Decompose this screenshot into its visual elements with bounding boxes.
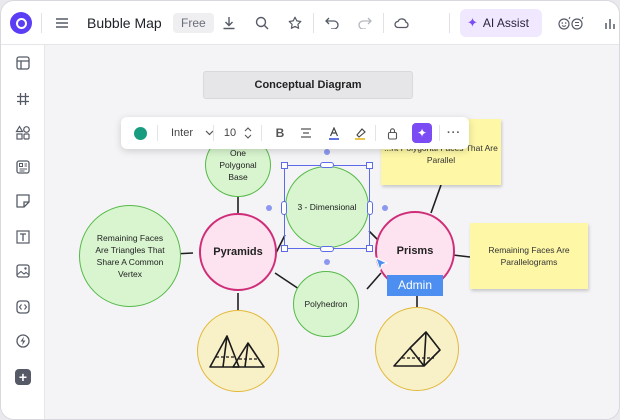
prism-image-bubble[interactable]	[375, 307, 459, 391]
polyhedron-bubble[interactable]: Polyhedron	[293, 271, 359, 337]
prisms-label: Prisms	[396, 245, 434, 257]
polyhedron-label: Polyhedron	[304, 299, 348, 309]
chevron-down-icon[interactable]	[201, 117, 217, 149]
text-frame-icon[interactable]	[11, 225, 35, 249]
logo-icon	[10, 12, 32, 34]
ai-assist-label: AI Assist	[482, 16, 529, 30]
font-size-input[interactable]: 10	[223, 127, 237, 139]
resize-handle-top-left[interactable]	[281, 162, 288, 169]
add-icon[interactable]: +	[11, 365, 35, 389]
resize-handle-bottom[interactable]	[320, 246, 334, 252]
prism-drawing-icon	[393, 331, 441, 367]
document-title[interactable]: Bubble Map	[87, 15, 162, 31]
font-size-stepper-icon[interactable]	[241, 117, 255, 149]
pyramid-faces-line-2: Are Triangles That	[95, 245, 165, 255]
prism-faces-line-1: Remaining Faces	[488, 245, 555, 255]
plugin-icon[interactable]	[11, 329, 35, 353]
resize-handle-right[interactable]	[367, 201, 373, 215]
resize-handle-bottom-right[interactable]	[366, 245, 373, 252]
central-label: 3 - Dimensional	[297, 202, 357, 212]
resize-handle-bottom-left[interactable]	[281, 245, 288, 252]
left-toolbar: +	[1, 45, 45, 419]
prism-bases-line-3: Are Parallel	[426, 143, 498, 165]
central-bubble[interactable]: 3 - Dimensional	[285, 166, 369, 248]
fill-color-swatch[interactable]	[127, 117, 153, 149]
grid-icon[interactable]	[11, 87, 35, 111]
connector-anchor-top[interactable]	[324, 149, 330, 155]
star-icon[interactable]	[285, 1, 305, 45]
pyramid-base-line-2: Polygonal	[219, 160, 257, 170]
prism-faces-line-2: Are Parallelograms	[500, 245, 570, 267]
layout-icon[interactable]	[11, 51, 35, 75]
resize-handle-top-right[interactable]	[366, 162, 373, 169]
pyramid-faces-line-3: Share A Common	[96, 257, 164, 267]
collaborator-name-tag: Admin	[387, 275, 443, 296]
pyramid-faces-line-1: Remaining Faces	[96, 233, 164, 243]
shapes-icon[interactable]	[11, 121, 35, 145]
diagram-canvas[interactable]: Conceptual Diagram One Polygonal Base Re…	[45, 45, 619, 419]
sparkle-icon: ✦	[467, 15, 478, 30]
cloud-icon[interactable]	[391, 1, 413, 45]
undo-icon[interactable]	[322, 1, 342, 45]
pyramids-label: Pyramids	[213, 246, 263, 258]
connector-anchor-right[interactable]	[382, 205, 388, 211]
align-center-icon[interactable]	[295, 117, 317, 149]
search-icon[interactable]	[252, 1, 272, 45]
connector-anchor-bottom[interactable]	[324, 259, 330, 265]
pyramids-bubble[interactable]: Pyramids	[199, 213, 277, 291]
pyramid-faces-line-4: Vertex	[117, 269, 143, 279]
font-family-select[interactable]: Inter	[170, 127, 193, 139]
pyramid-image-bubble[interactable]	[197, 310, 279, 392]
pyramid-base-line-1: One	[229, 148, 247, 158]
ai-sparkle-button[interactable]: ✦	[409, 117, 435, 149]
resize-handle-left[interactable]	[281, 201, 287, 215]
resize-handle-top[interactable]	[320, 162, 334, 168]
format-toolbar: Inter 10 B ✦	[121, 117, 469, 149]
highlight-icon[interactable]	[349, 117, 371, 149]
pyramid-base-line-3: Base	[228, 172, 248, 182]
embed-icon[interactable]	[11, 295, 35, 319]
menu-icon[interactable]	[51, 1, 73, 45]
emoji-icon[interactable]	[553, 1, 591, 45]
bold-icon[interactable]: B	[275, 126, 285, 140]
image-icon[interactable]	[11, 259, 35, 283]
sticky-note-icon[interactable]	[11, 189, 35, 213]
download-icon[interactable]	[219, 1, 239, 45]
top-bar: Bubble Map Free ✦ AI Assist	[1, 1, 619, 45]
more-options-icon[interactable]: ···	[447, 127, 461, 139]
template-icon[interactable]	[11, 155, 35, 179]
text-color-icon[interactable]	[323, 117, 345, 149]
app-logo[interactable]	[7, 1, 35, 45]
pyramid-drawing-icon	[209, 335, 265, 368]
redo-icon[interactable]	[355, 1, 375, 45]
connector-anchor-left[interactable]	[266, 205, 272, 211]
diagram-header[interactable]: Conceptual Diagram	[203, 71, 413, 99]
lock-icon[interactable]	[381, 117, 403, 149]
collaborator-cursor-icon	[375, 257, 389, 272]
pyramid-faces-bubble[interactable]: Remaining Faces Are Triangles That Share…	[79, 205, 181, 307]
prism-faces-note[interactable]: Remaining Faces Are Parallelograms	[470, 223, 588, 289]
plan-badge: Free	[173, 13, 214, 33]
chart-icon[interactable]	[601, 1, 619, 45]
ai-assist-button[interactable]: ✦ AI Assist	[460, 9, 542, 37]
